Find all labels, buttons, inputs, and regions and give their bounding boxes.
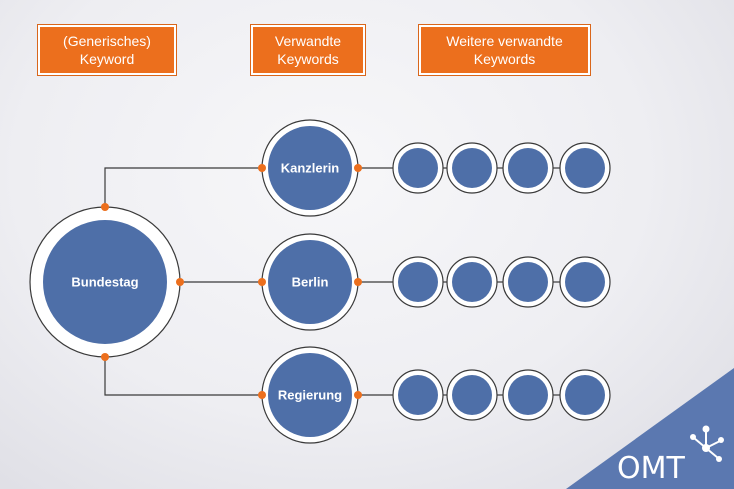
- logo-corner-triangle: [566, 368, 734, 489]
- header-related-keywords-line2: Keywords: [277, 51, 339, 67]
- header-further-related-keywords: Weitere verwandte Keywords: [419, 25, 590, 75]
- further-keyword-node-2-4: [559, 256, 611, 308]
- dot-related-1-left: [258, 164, 266, 172]
- further-keyword-node-2-3: [502, 256, 554, 308]
- related-keyword-node-3-fill: [268, 353, 352, 437]
- related-keyword-node-2: Berlin: [261, 233, 359, 331]
- further-keyword-node-3-3: [502, 369, 554, 421]
- further-keyword-node-1-1: [392, 142, 444, 194]
- dot-root-right: [176, 278, 184, 286]
- further-keyword-node-3-4-fill: [565, 375, 605, 415]
- further-keyword-node-2-1-fill: [398, 262, 438, 302]
- header-further-related-keywords-line1: Weitere verwandte: [446, 33, 563, 49]
- dot-related-3-right: [354, 391, 362, 399]
- further-keyword-node-2-2: [446, 256, 498, 308]
- connector-dots: [101, 164, 362, 399]
- related-keyword-node-3-label: Regierung: [278, 388, 342, 403]
- root-keyword-node: Bundestag: [29, 206, 181, 358]
- dot-root-top: [101, 203, 109, 211]
- further-keyword-node-1-4: [559, 142, 611, 194]
- header-related-keywords-line1: Verwandte: [274, 33, 342, 49]
- header-generic-keyword: (Generisches) Keyword: [38, 25, 176, 75]
- omt-logo: OMT: [566, 368, 734, 489]
- dot-related-3-left: [258, 391, 266, 399]
- dot-related-1-right: [354, 164, 362, 172]
- further-keyword-node-1-4-fill: [565, 148, 605, 188]
- further-keyword-node-1-2: [446, 142, 498, 194]
- dot-related-2-right: [354, 278, 362, 286]
- root-keyword-node-fill: [43, 220, 167, 344]
- further-keyword-node-3-1: [392, 369, 444, 421]
- header-related-keywords: Verwandte Keywords: [251, 25, 365, 75]
- further-keyword-node-3-3-fill: [508, 375, 548, 415]
- header-further-related-keywords-line2: Keywords: [473, 51, 536, 67]
- further-keyword-node-3-4: [559, 369, 611, 421]
- related-keyword-node-1-label: Kanzlerin: [281, 161, 340, 176]
- further-keyword-node-3-2-fill: [452, 375, 492, 415]
- further-keyword-node-3-2: [446, 369, 498, 421]
- line-root-to-related-1: [104, 167, 262, 207]
- further-keyword-node-1-1-fill: [398, 148, 438, 188]
- further-keyword-node-2-4-fill: [565, 262, 605, 302]
- logo-text: OMT: [617, 451, 685, 486]
- further-keyword-node-2-1: [392, 256, 444, 308]
- further-keyword-node-3-1-fill: [398, 375, 438, 415]
- root-keyword-node-label: Bundestag: [71, 275, 138, 290]
- line-root-to-related-3: [104, 357, 262, 396]
- further-keyword-node-2-3-fill: [508, 262, 548, 302]
- further-keyword-node-1-2-fill: [452, 148, 492, 188]
- dot-related-2-left: [258, 278, 266, 286]
- related-keyword-node-2-fill: [268, 240, 352, 324]
- network-icon: [690, 425, 724, 462]
- header-generic-keyword-line1: (Generisches): [63, 33, 151, 49]
- further-keyword-node-2-2-fill: [452, 262, 492, 302]
- further-keyword-node-1-3: [502, 142, 554, 194]
- related-keyword-node-1: Kanzlerin: [261, 119, 359, 217]
- connector-lines: [104, 167, 560, 396]
- header-generic-keyword-line2: Keyword: [79, 51, 135, 67]
- related-keyword-node-1-fill: [268, 126, 352, 210]
- related-keyword-node-3: Regierung: [261, 346, 359, 444]
- dot-root-bottom: [101, 353, 109, 361]
- related-keyword-node-2-label: Berlin: [292, 275, 329, 290]
- further-keyword-node-1-3-fill: [508, 148, 548, 188]
